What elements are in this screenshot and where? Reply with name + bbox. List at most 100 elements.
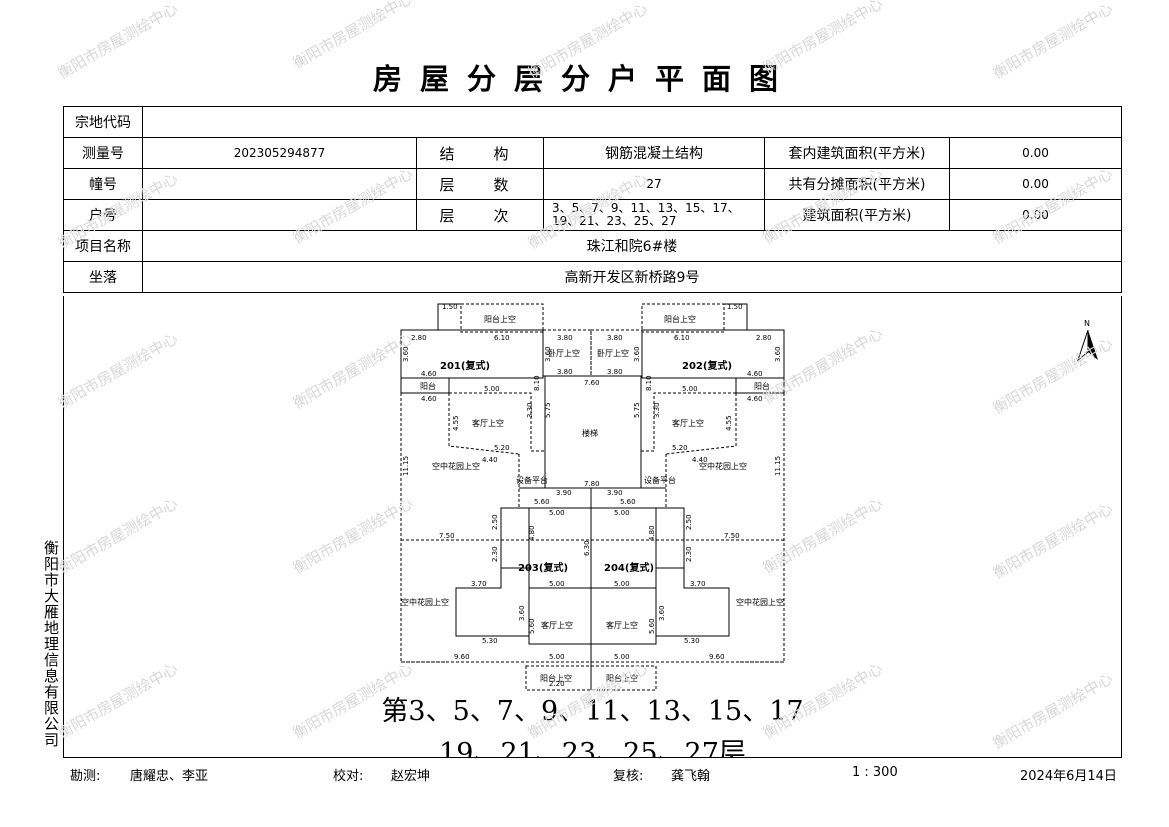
room-label: 阳台 — [420, 381, 436, 391]
building-label: 幢号 — [63, 168, 143, 200]
floor-label-line2: 19、21、23、25、27层 — [439, 738, 746, 758]
dim-label: 5.60 — [528, 618, 536, 634]
garden-void-201 — [400, 393, 449, 663]
dim-label: 2.50 — [685, 514, 693, 530]
dim-label: 5.60 — [620, 498, 636, 506]
unit-label-201: 201(复式) — [440, 359, 490, 372]
dim-label: 3.60 — [518, 605, 526, 621]
dim-label: 9.60 — [709, 653, 725, 661]
dim-label: 5.00 — [614, 653, 630, 661]
dim-label: 5.30 — [684, 637, 700, 645]
kitchen-204 — [590, 507, 657, 589]
table-row: 测量号 202305294877 结 构 钢筋混凝土结构 套内建筑面积(平方米)… — [63, 137, 1122, 169]
room-label: 客厅上空 — [541, 620, 573, 630]
dim-label: 4.60 — [747, 370, 763, 378]
dim-label: 4.40 — [692, 456, 708, 464]
balcony-201 — [400, 377, 450, 394]
room-label: 阳台上空 — [540, 673, 572, 683]
project-value: 珠江和院6#楼 — [142, 230, 1122, 262]
location-value: 高新开发区新桥路9号 — [142, 261, 1122, 293]
bath-203 — [500, 507, 530, 569]
room-label: 卧厅上空 — [597, 348, 629, 358]
living-void-201 — [448, 393, 520, 455]
dim-label: 3.60 — [544, 346, 552, 362]
unit-label-203: 203(复式) — [518, 561, 568, 574]
dim-label: 4.60 — [421, 370, 437, 378]
build-area-label: 建筑面积(平方米) — [764, 199, 950, 231]
floors-value: 27 — [543, 168, 765, 200]
dim-label: 5.00 — [682, 385, 698, 393]
dim-label: 11.15 — [402, 456, 410, 476]
dim-label: 9.60 — [454, 653, 470, 661]
room-label: 设备平台 — [644, 475, 676, 485]
bath-204 — [655, 507, 685, 569]
balcony-202 — [735, 377, 785, 394]
balcony-void-201 — [460, 303, 544, 333]
check-label: 校对: — [333, 769, 364, 784]
dim-label: 5.00 — [614, 580, 630, 588]
table-row: 项目名称 珠江和院6#楼 — [63, 230, 1122, 262]
page-title: 房屋分层分户平面图 — [372, 62, 796, 96]
dim-label: 3.90 — [607, 489, 623, 497]
dim-label: 5.00 — [614, 509, 630, 517]
dim-label: 2.30 — [685, 546, 693, 562]
floor-plan-drawing: N 201(复式) 202(复式) 203(复式) 204(复式) 阳台上空 阳… — [400, 303, 1098, 691]
dim-label: 4.55 — [452, 415, 460, 431]
dim-label: 3.80 — [607, 334, 623, 342]
unit-value — [142, 199, 417, 231]
north-label: N — [1084, 319, 1090, 328]
room-label: 客厅上空 — [672, 418, 704, 428]
floors-label: 层 数 — [416, 168, 544, 200]
kitchen-203 — [528, 507, 592, 589]
room-label: 阳台上空 — [664, 314, 696, 324]
dim-label: 3.70 — [690, 580, 706, 588]
structure-value: 钢筋混凝土结构 — [543, 137, 765, 169]
build-area-value: 0.00 — [949, 199, 1122, 231]
dim-label: 2.80 — [756, 334, 772, 342]
dim-label: 5.00 — [549, 509, 565, 517]
room-label: 客厅上空 — [606, 620, 638, 630]
room-label: 空中花园上空 — [432, 461, 480, 471]
unit-label: 户号 — [63, 199, 143, 231]
dim-label: 7.50 — [724, 532, 740, 540]
room-label: 客厅上空 — [472, 418, 504, 428]
room-label: 空中花园上空 — [736, 597, 784, 607]
floor-seq-label: 层 次 — [416, 199, 544, 231]
dim-label: 4.60 — [747, 395, 763, 403]
living-void-202 — [641, 392, 736, 452]
check-value: 赵宏坤 — [391, 769, 431, 784]
dim-label: 3.90 — [556, 489, 572, 497]
dim-label: 5.30 — [482, 637, 498, 645]
unit-204-outline — [655, 568, 730, 637]
dim-label: 3.60 — [774, 346, 782, 362]
dim-label: 5.60 — [648, 618, 656, 634]
room-label: 设备平台 — [516, 475, 548, 485]
living-void-201 — [449, 392, 545, 452]
room-label: 空中花园上空 — [699, 461, 747, 471]
room-label: 阳台上空 — [606, 673, 638, 683]
dim-label: 3.80 — [557, 368, 573, 376]
room-label: 楼梯 — [582, 428, 598, 438]
table-row: 宗地代码 — [63, 106, 1122, 138]
room-label: 卧厅上空 — [548, 348, 580, 358]
dim-label: 7.60 — [584, 379, 600, 387]
living-void-202 — [665, 393, 737, 455]
zongdi-value — [142, 106, 1122, 138]
dim-label: 11.15 — [774, 456, 782, 476]
dim-label: 5.00 — [484, 385, 500, 393]
dim-label: 5.20 — [494, 444, 510, 452]
dim-label: 1.50 — [442, 303, 458, 311]
info-table: 宗地代码 测量号 202305294877 结 构 钢筋混凝土结构 套内建筑面积… — [63, 106, 1122, 293]
dim-label: 2.80 — [411, 334, 427, 342]
dim-label: 5.60 — [534, 498, 550, 506]
dim-label: 5.00 — [549, 580, 565, 588]
dim-label: 5.20 — [672, 444, 688, 452]
floor-plan-area: N 201(复式) 202(复式) 203(复式) 204(复式) 阳台上空 阳… — [63, 296, 1122, 758]
dim-label: 4.40 — [482, 456, 498, 464]
survey-no-label: 测量号 — [63, 137, 143, 169]
dim-label: 3.70 — [471, 580, 487, 588]
date: 2024年6月14日 — [1020, 769, 1117, 784]
location-label: 坐落 — [63, 261, 143, 293]
dim-label: 3.30 — [526, 402, 534, 418]
scale: 1 : 300 — [852, 765, 898, 780]
